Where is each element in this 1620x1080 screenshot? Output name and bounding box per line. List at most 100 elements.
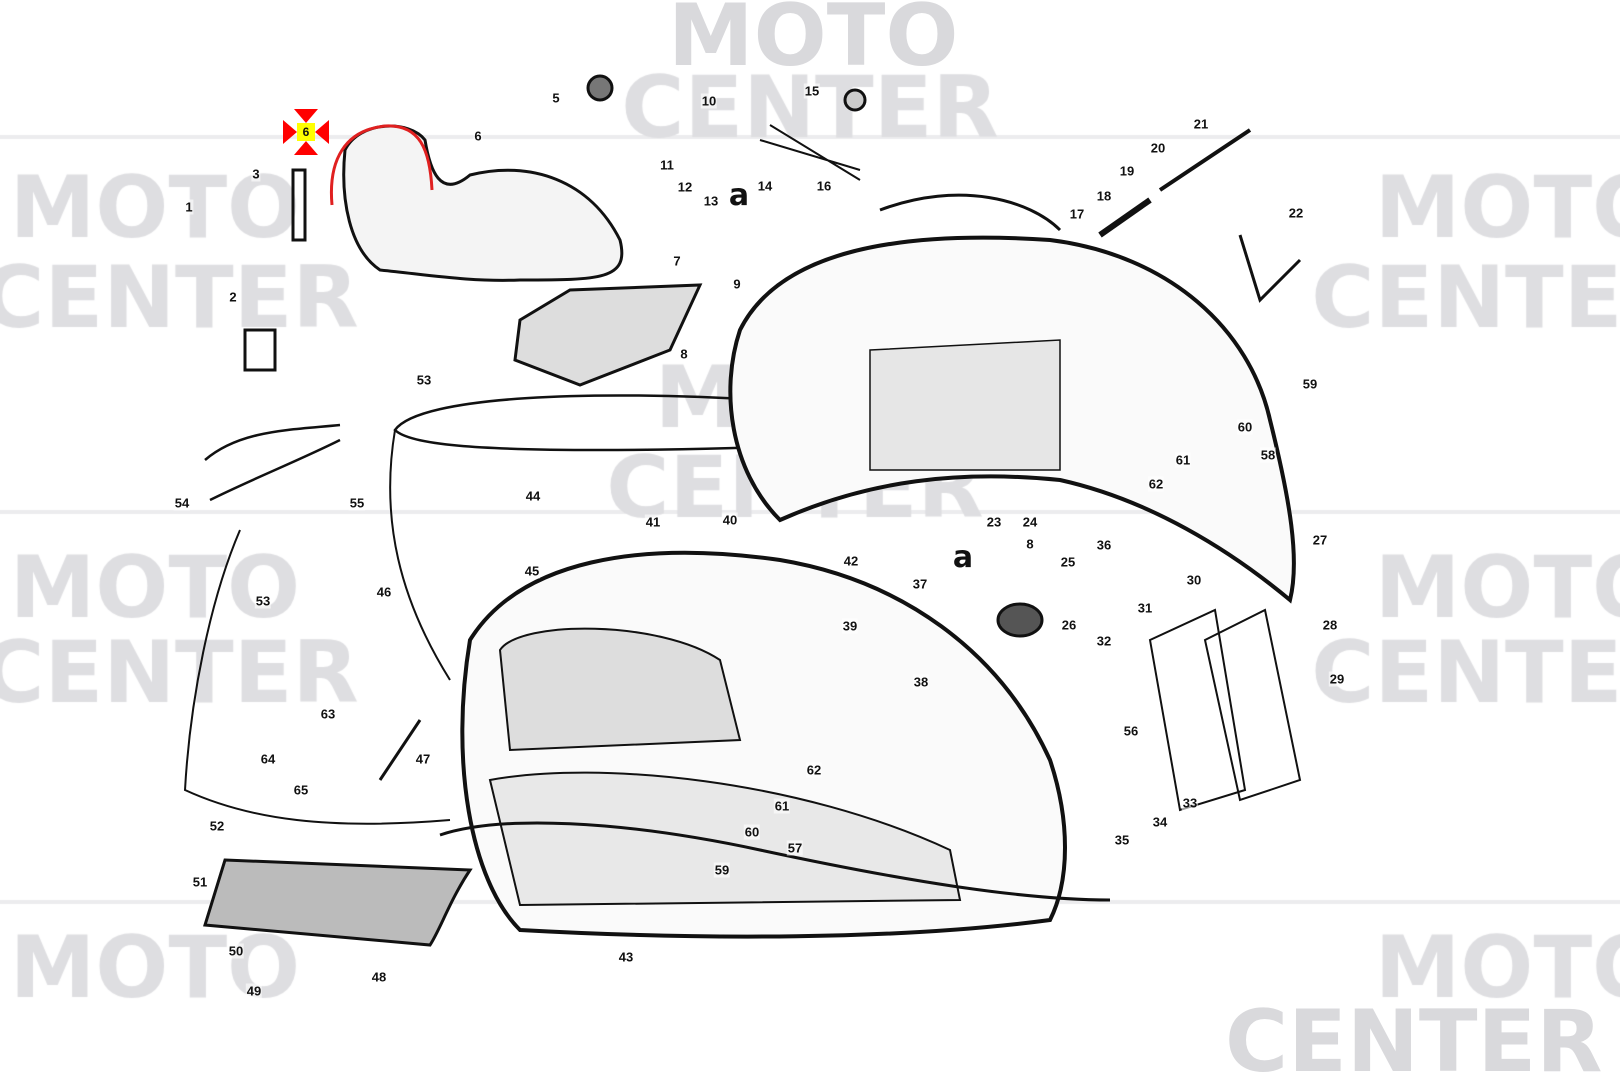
- part-label[interactable]: 54: [173, 495, 191, 511]
- strip: [291, 168, 307, 242]
- part-label[interactable]: 61: [1174, 452, 1192, 468]
- selected-part-marker[interactable]: 6: [283, 109, 329, 155]
- part-label[interactable]: 28: [1321, 617, 1339, 633]
- part-label[interactable]: 24: [1021, 514, 1039, 530]
- trim-strip: [439, 821, 1111, 902]
- bracket-22: [1238, 234, 1302, 303]
- part-label[interactable]: 25: [1059, 554, 1077, 570]
- part-label[interactable]: 37: [911, 576, 929, 592]
- part-label[interactable]: 60: [743, 824, 761, 840]
- watermark-text: CENTER: [1225, 992, 1603, 1080]
- part-label[interactable]: 9: [732, 276, 742, 292]
- part-label[interactable]: 62: [1147, 476, 1165, 492]
- part-label[interactable]: 16: [815, 178, 833, 194]
- callout-letter-a: a: [727, 178, 751, 213]
- part-label[interactable]: 62: [805, 762, 823, 778]
- part-label[interactable]: 65: [292, 782, 310, 798]
- part-label[interactable]: 30: [1185, 572, 1203, 588]
- grommet-5: [586, 74, 614, 102]
- part-label[interactable]: 32: [1095, 633, 1113, 649]
- number-plate-2: [1203, 608, 1302, 802]
- part-label[interactable]: 19: [1118, 163, 1136, 179]
- part-label[interactable]: 7: [672, 253, 682, 269]
- part-label[interactable]: 5: [551, 90, 561, 106]
- part-label[interactable]: 11: [659, 157, 675, 173]
- part-label[interactable]: 18: [1095, 188, 1113, 204]
- part-label[interactable]: 10: [700, 93, 718, 109]
- strap-16: [759, 124, 861, 181]
- part-label[interactable]: 23: [985, 514, 1003, 530]
- part-label[interactable]: 35: [1113, 832, 1131, 848]
- vespa-badge: [204, 423, 341, 502]
- number-plate: [1148, 608, 1247, 812]
- part-label[interactable]: 39: [841, 618, 859, 634]
- part-label[interactable]: 20: [1149, 140, 1167, 156]
- cowl-grille: [869, 339, 1061, 471]
- part-label[interactable]: 33: [1181, 795, 1199, 811]
- part-label[interactable]: 58: [1259, 447, 1277, 463]
- spring-19: [1098, 197, 1152, 238]
- floor-rubber: [203, 858, 473, 947]
- cap-15: [843, 88, 867, 112]
- part-label[interactable]: 43: [617, 949, 635, 965]
- horn-cover: [342, 124, 624, 282]
- part-label[interactable]: 57: [786, 840, 804, 856]
- part-label[interactable]: 45: [523, 563, 541, 579]
- part-label[interactable]: 34: [1151, 814, 1169, 830]
- part-label[interactable]: 27: [1311, 532, 1329, 548]
- part-label[interactable]: 47: [414, 751, 432, 767]
- part-label[interactable]: 41: [644, 514, 662, 530]
- part-label[interactable]: 44: [524, 488, 542, 504]
- part-label[interactable]: 52: [208, 818, 226, 834]
- part-label[interactable]: 1: [184, 199, 194, 215]
- tray: [513, 283, 703, 387]
- part-label[interactable]: 48: [370, 969, 388, 985]
- part-label[interactable]: 42: [842, 553, 860, 569]
- part-label[interactable]: 17: [1068, 206, 1086, 222]
- part-label[interactable]: 22: [1287, 205, 1305, 221]
- part-label[interactable]: 40: [721, 512, 739, 528]
- part-label[interactable]: 12: [676, 179, 694, 195]
- part-label[interactable]: 53: [415, 372, 433, 388]
- part-label[interactable]: 59: [1301, 376, 1319, 392]
- callout-letter-a: a: [951, 540, 975, 575]
- part-label[interactable]: 29: [1328, 671, 1346, 687]
- part-label[interactable]: 15: [803, 83, 821, 99]
- emblem: [243, 328, 277, 372]
- cable-47: [378, 719, 422, 781]
- part-label[interactable]: 53: [254, 593, 272, 609]
- part-label[interactable]: 46: [375, 584, 393, 600]
- side-panel-window: [498, 627, 742, 752]
- part-label[interactable]: 8: [679, 346, 689, 362]
- part-label[interactable]: 60: [1236, 419, 1254, 435]
- part-label[interactable]: 21: [1192, 116, 1210, 132]
- part-label[interactable]: 64: [259, 751, 277, 767]
- part-label[interactable]: 2: [228, 289, 238, 305]
- part-label[interactable]: 3: [251, 166, 261, 182]
- part-label[interactable]: 38: [912, 674, 930, 690]
- part-label[interactable]: 61: [773, 798, 791, 814]
- part-label[interactable]: 55: [348, 495, 366, 511]
- legshield-side: [183, 429, 451, 825]
- side-panel-lower: [488, 771, 962, 907]
- part-label[interactable]: 8: [1025, 536, 1035, 552]
- part-label[interactable]: 63: [319, 706, 337, 722]
- selected-part-number: 6: [297, 123, 315, 141]
- part-label[interactable]: 49: [245, 983, 263, 999]
- part-label[interactable]: 31: [1136, 600, 1154, 616]
- part-label[interactable]: 26: [1060, 617, 1078, 633]
- part-label[interactable]: 36: [1095, 537, 1113, 553]
- part-label[interactable]: 14: [756, 178, 774, 194]
- part-label[interactable]: 13: [702, 193, 720, 209]
- badge-26: [996, 602, 1044, 638]
- rod-21: [1158, 128, 1252, 192]
- watermark-text: MOTO: [668, 0, 959, 86]
- part-label[interactable]: 56: [1122, 723, 1140, 739]
- part-label[interactable]: 59: [713, 862, 731, 878]
- part-label[interactable]: 50: [227, 943, 245, 959]
- part-label[interactable]: 6: [473, 128, 483, 144]
- seal-strip: [879, 193, 1062, 232]
- part-label[interactable]: 51: [191, 874, 209, 890]
